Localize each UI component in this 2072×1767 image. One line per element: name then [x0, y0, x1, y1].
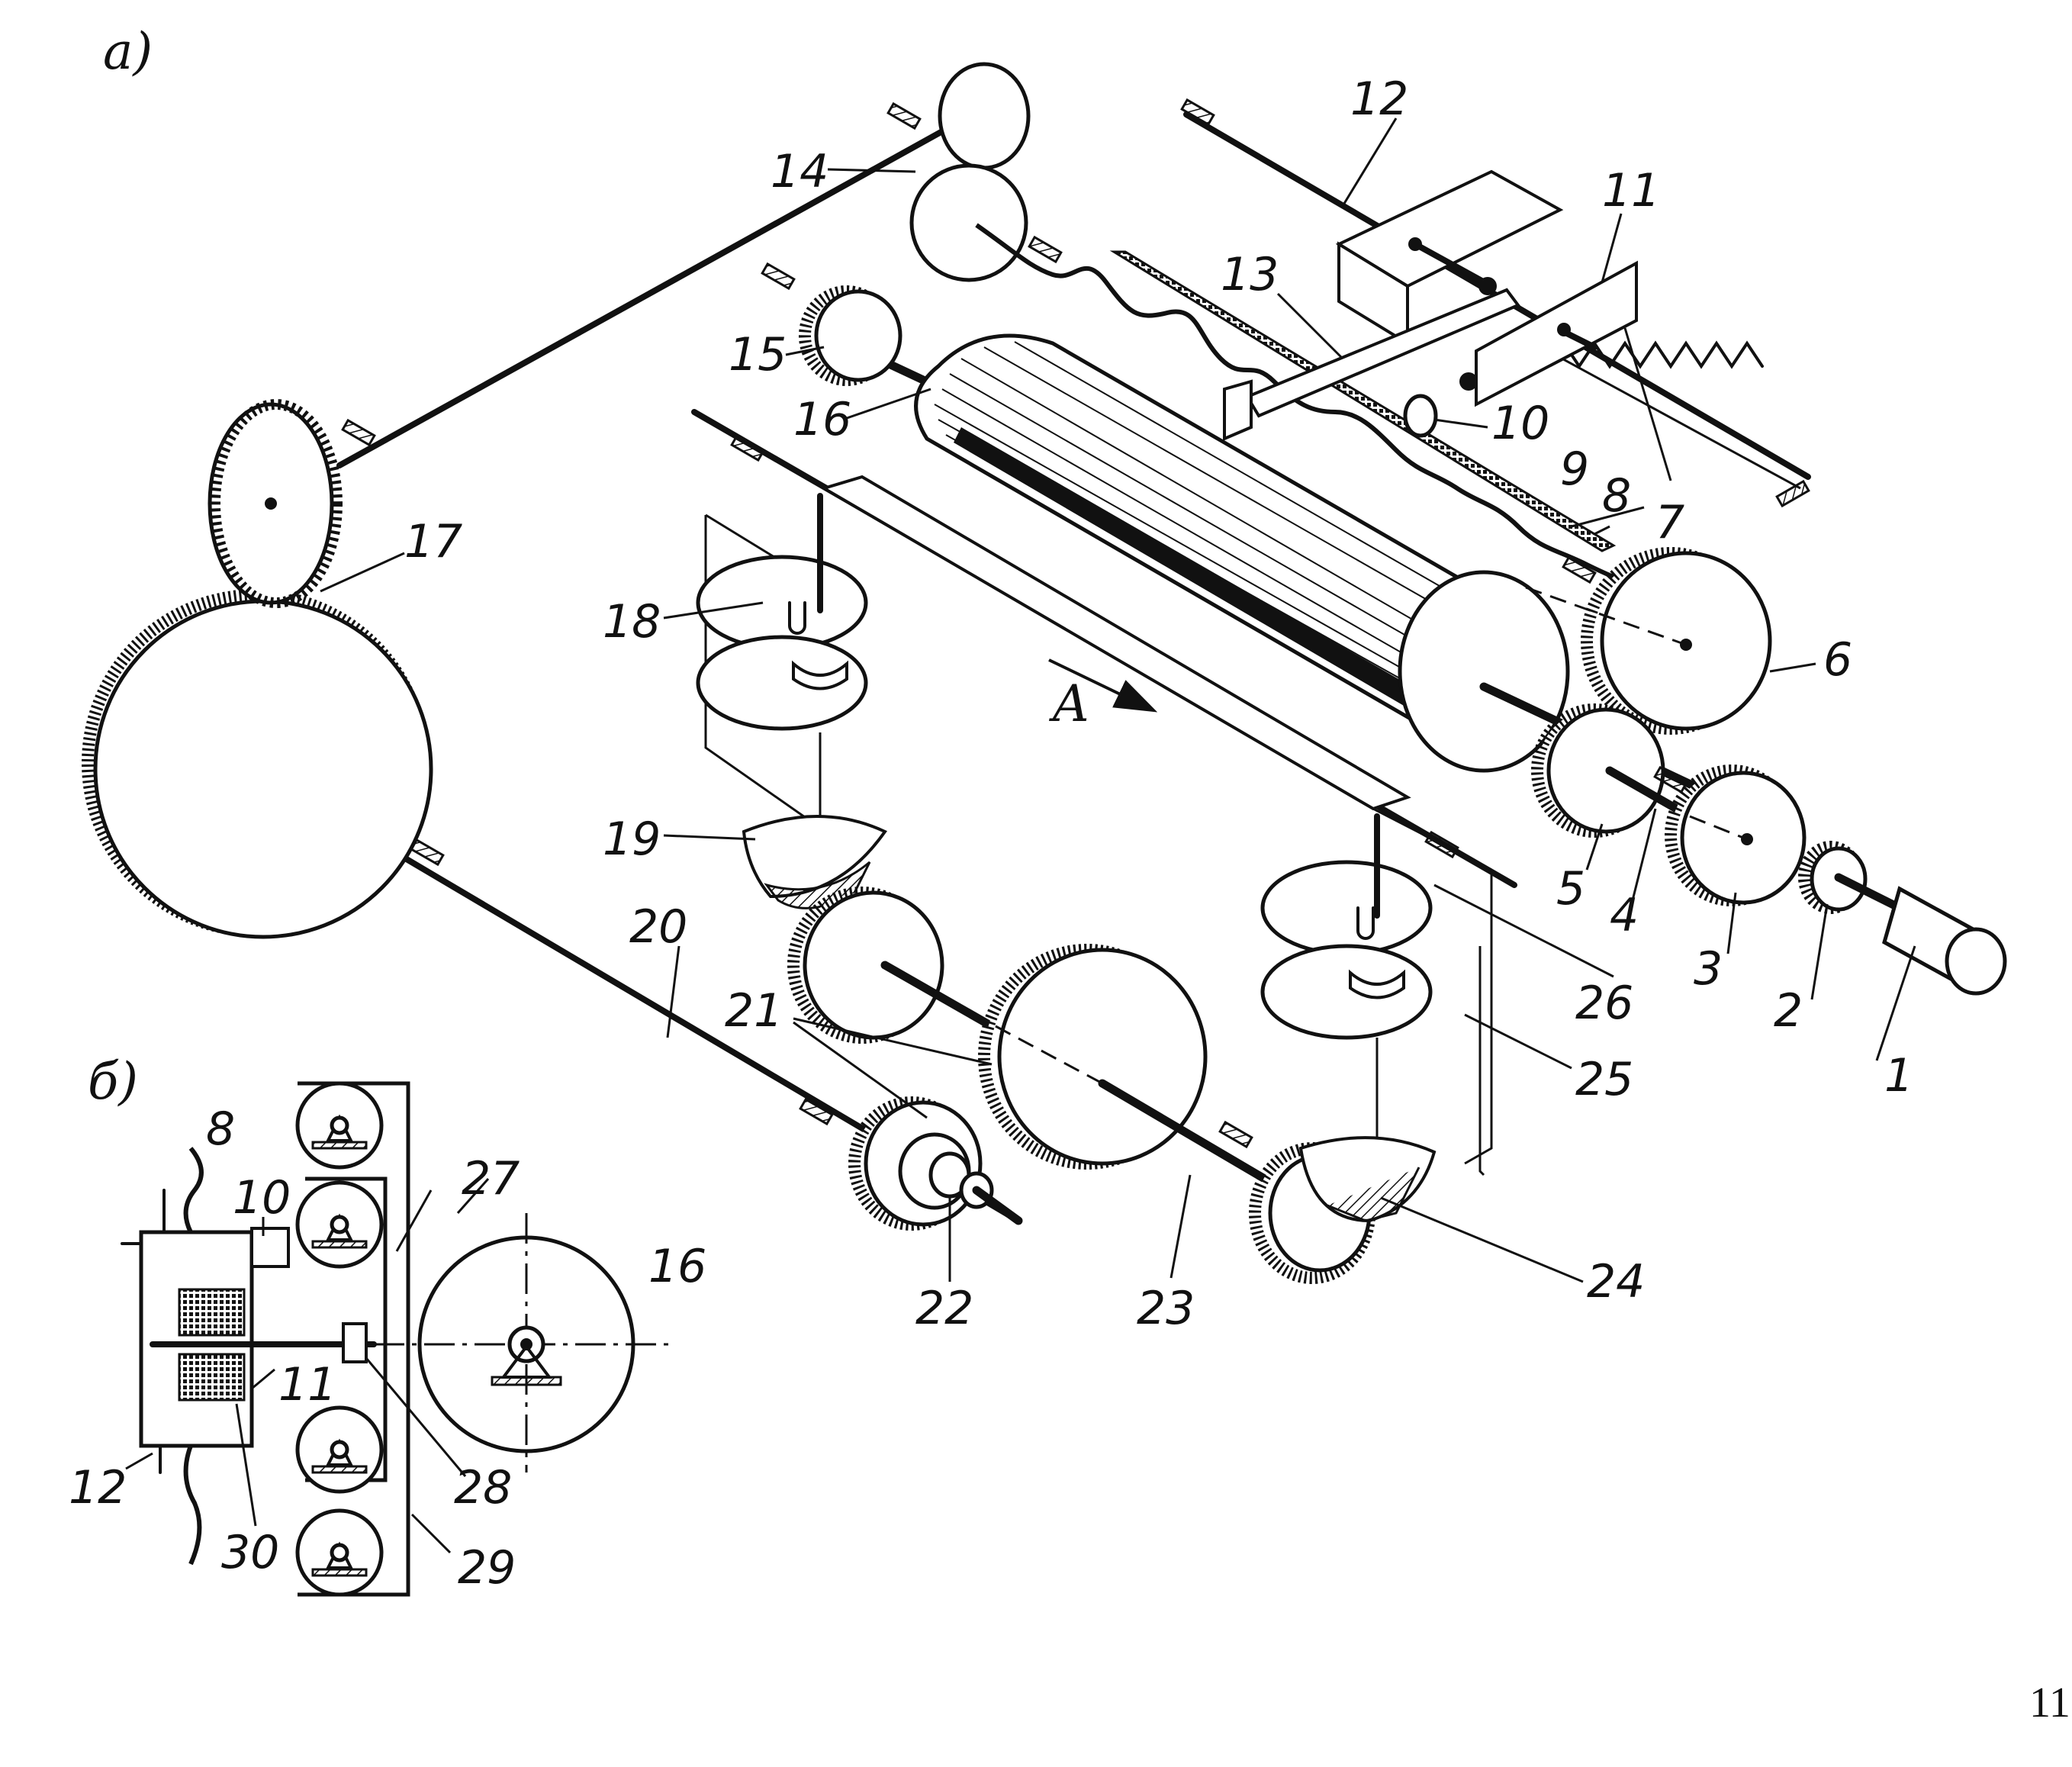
arrow-label: A — [1048, 674, 1089, 733]
panel-b: б) — [69, 1052, 706, 1597]
pulley-25 — [1260, 807, 1493, 1176]
label-b-28: 28 — [454, 1461, 512, 1514]
gear-6 — [1525, 547, 1772, 735]
magnet-30-bottom — [178, 1353, 246, 1402]
pulley-18 — [696, 493, 868, 847]
roller-10-b — [250, 1227, 290, 1268]
leader-lines — [320, 117, 1916, 1283]
label-b-11: 11 — [278, 1358, 336, 1411]
spring-7 — [1547, 340, 1764, 369]
label-b-16: 16 — [648, 1240, 706, 1293]
label-6: 6 — [1823, 633, 1852, 687]
panel-a: A — [82, 22, 2007, 1335]
carriage-11 — [1335, 169, 1638, 407]
gear-5 — [1531, 703, 1665, 838]
label-16: 16 — [793, 393, 851, 446]
bevel-gear-24 — [1249, 1136, 1437, 1284]
label-17: 17 — [404, 515, 462, 568]
idler-rollers — [295, 1081, 384, 1597]
gear-15 — [799, 285, 902, 386]
labels-panel-b: 8 10 27 16 11 12 28 30 29 — [69, 1102, 706, 1595]
coupling-2 — [1798, 841, 1868, 914]
screw-shaft — [975, 223, 1703, 620]
label-23: 23 — [1137, 1282, 1195, 1335]
label-24: 24 — [1587, 1255, 1645, 1308]
roller-10 — [1403, 394, 1438, 438]
label-b-8: 8 — [206, 1102, 235, 1156]
sensor-28 — [342, 1322, 368, 1363]
gear-3 — [1665, 764, 1807, 906]
drum-16-side — [374, 1213, 671, 1472]
bar-13 — [1245, 288, 1521, 418]
label-13: 13 — [1221, 248, 1279, 301]
clutch-22 — [848, 1096, 1023, 1231]
page-number: 11 — [2029, 1679, 2070, 1727]
label-14: 14 — [771, 145, 828, 198]
label-20: 20 — [629, 900, 687, 954]
rack-9 — [1109, 250, 1617, 552]
label-21: 21 — [725, 984, 783, 1038]
carriage-box-11 — [139, 1230, 254, 1448]
feed-direction-arrow — [1048, 658, 1158, 713]
label-b-27: 27 — [462, 1152, 520, 1205]
cable-8 — [183, 1147, 204, 1234]
motor-1 — [1834, 873, 2007, 996]
label-7: 7 — [1655, 496, 1684, 549]
label-10: 10 — [1491, 397, 1549, 450]
label-3: 3 — [1694, 942, 1723, 996]
label-12: 12 — [1350, 72, 1408, 126]
label-25: 25 — [1575, 1053, 1633, 1106]
label-1: 1 — [1884, 1049, 1913, 1102]
label-b-30: 30 — [221, 1526, 279, 1579]
carriage-bar — [820, 475, 1411, 811]
gear-17 — [82, 399, 433, 939]
label-b-10: 10 — [233, 1171, 291, 1225]
label-19: 19 — [603, 813, 661, 866]
label-18: 18 — [603, 595, 661, 649]
gear-21 — [787, 887, 1301, 1202]
label-b-12: 12 — [69, 1461, 127, 1514]
magnet-30-top — [178, 1288, 246, 1337]
label-8: 8 — [1602, 469, 1631, 523]
label-22: 22 — [915, 1282, 973, 1335]
panel-b-label: б) — [88, 1052, 138, 1111]
label-26: 26 — [1575, 977, 1633, 1030]
label-11: 11 — [1602, 164, 1660, 217]
label-5: 5 — [1556, 862, 1585, 916]
belt-29 — [298, 1081, 410, 1597]
gear-14 — [909, 62, 1031, 282]
label-15: 15 — [729, 328, 787, 381]
label-9: 9 — [1560, 443, 1589, 496]
label-2: 2 — [1774, 984, 1803, 1038]
label-b-29: 29 — [458, 1541, 516, 1595]
labels-panel-a: 1 2 3 4 5 6 7 8 9 10 11 12 13 14 15 16 1… — [404, 72, 1913, 1335]
label-4: 4 — [1610, 889, 1639, 942]
shaft-14-17 — [336, 111, 976, 468]
bearings — [341, 98, 1810, 1149]
panel-a-label: а) — [103, 22, 153, 81]
